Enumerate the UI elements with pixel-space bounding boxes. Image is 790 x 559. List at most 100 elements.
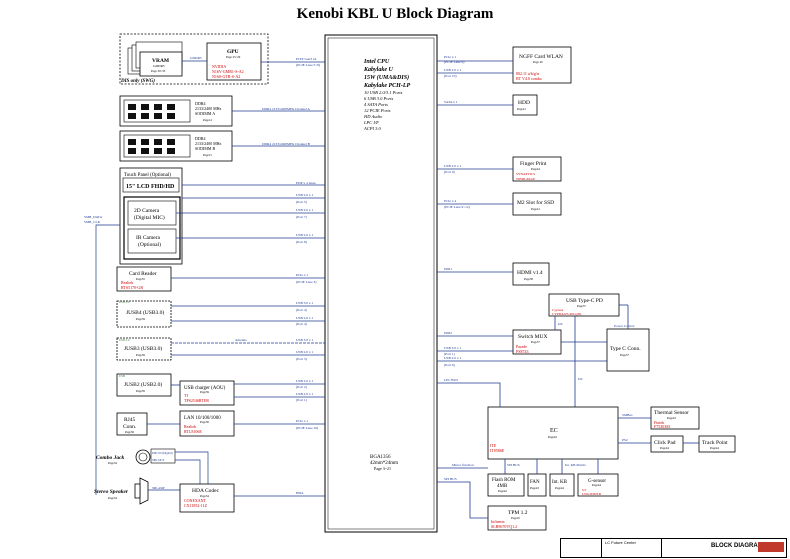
blocks-finger-page-text: Page44: [531, 167, 540, 171]
bus-labels-usb20x1-text: USB 2.0 x 1: [296, 379, 314, 383]
ddr-b-page: Page15: [203, 153, 212, 157]
camera-2d-l1: 2D Camera: [134, 208, 160, 214]
bus-labels-port1-text: (Port 1): [444, 352, 456, 356]
card-reader-block: [116, 266, 172, 292]
bus-labels-usb-nine-text: USB 3.0: [119, 338, 130, 342]
touch-panel-label: Touch Panel (Optional): [124, 173, 171, 178]
svg-text:USB: USB: [119, 374, 125, 378]
bus-labels-port6-text: (Port 6): [444, 363, 456, 367]
blocks-gsensor-page-text: Page44: [592, 483, 601, 487]
blocks-clickpad-label-text: Click Pad: [654, 440, 676, 446]
flash-rom-block: [487, 473, 525, 497]
blocks-lan-page-text: Page36: [200, 420, 209, 424]
cpu-line-6: 4 SATA Ports: [364, 102, 388, 107]
usb-charger-block: [179, 380, 235, 406]
blocks-rj45-l1-text: RJ45: [124, 417, 136, 423]
blocks-finger-red1-text: SYNAPTICS: [516, 172, 535, 176]
cpu-line-0: Intel CPU: [363, 59, 390, 65]
gddr-label: GDDR5: [190, 56, 202, 60]
cpu-line-7: 12 PCIE Ports: [364, 108, 391, 113]
blocks-thermal-label-text: Thermal Sensor: [654, 410, 689, 416]
blocks-jusb4-label-text: JUSB4 (USB3.0): [126, 309, 164, 316]
ddr-a-page: Page14: [203, 118, 212, 122]
ddr-a-l3: SODIMM A: [195, 111, 215, 116]
blocks-card-reader-label-text: Card Reader: [129, 271, 157, 277]
ec-block: [487, 406, 619, 460]
blocks-intkb-page-text: Page44: [555, 486, 564, 490]
dis-group: [119, 33, 269, 85]
bus-labels-spi-text: SPI BUS: [507, 463, 520, 467]
blocks-ngff-red2-text: BT V4.0 combo: [516, 76, 542, 81]
bus-labels-spk-in-text: SPK OUT: [152, 458, 165, 462]
blocks-gsensor-red2-text: LNG2DMTR: [582, 492, 602, 496]
bus-labels-mirror-text: Mirror function: [452, 463, 474, 467]
blocks-ec-label-text: EC: [550, 428, 558, 434]
title-block: LC Future Center BLOCK DIAGRAM: [560, 538, 787, 558]
bus-labels-port1-text: (Port 1): [296, 398, 308, 402]
bus-labels-usb-finger-text: USB 2.0 x 1: [444, 164, 462, 168]
lcd-label: 15" LCD FHD/HD: [126, 184, 175, 190]
blocks-thermal-red1-text: Fintek: [654, 420, 664, 425]
footer-company: LC Future Center: [605, 540, 636, 545]
cpu-line-1: Kabylake U: [363, 67, 393, 73]
blocks-tpm-page-text: Page45: [511, 516, 520, 520]
blocks-card-reader-page-text: Page35: [136, 277, 145, 281]
blocks-hdd-page-text: Page41: [517, 107, 526, 111]
blocks-jusb4-page-text: Page39: [136, 317, 145, 321]
bus-labels-pcie-lane3-text: (PCIE Lane 3): [296, 280, 317, 284]
speaker-label: Stereo Speaker: [94, 489, 129, 495]
track-point-block: [698, 435, 736, 453]
hdmi-block: [512, 262, 550, 286]
bus-labels-i2c-text: I2C: [578, 377, 584, 381]
blocks-rj45-page-text: Page36: [125, 430, 134, 434]
pcie-gpu-lane: (PCIE Lane 5~8): [296, 63, 321, 67]
bus-labels-i2c-text: I2C: [558, 322, 564, 326]
vram-block: [139, 51, 183, 77]
blocks-hda-codec-page-text: Page34: [200, 494, 209, 498]
smb-wire: [95, 224, 120, 495]
gpu-part-1: N16V-GMR1-S-A2: [212, 69, 244, 74]
vram-sub: GDDR5: [153, 64, 165, 68]
bus-labels-port3-text: (Port 3): [296, 357, 308, 361]
bus-labels-spk-amp-text: SPK AMP: [152, 486, 165, 490]
bus-labels-usb20x1-text: USB 2.0 x 1: [296, 392, 314, 396]
blocks-speaker-page-text: Page34: [108, 496, 117, 500]
switch-mux-block: [512, 329, 562, 355]
bus-labels-usb-port5-text: (Port 5): [296, 200, 308, 204]
blocks-flash-l2-text: 4MB: [497, 484, 508, 489]
blocks-hda-codec-label-text: HDA Codec: [192, 488, 220, 494]
dis-label: DIS only (SWG): [120, 79, 155, 84]
camera-2d-l2: (Digital MIC): [134, 214, 165, 221]
gpu-block: [206, 42, 262, 81]
bus-labels-usb-wlan-text: USB 2.0 x 1: [444, 68, 462, 72]
bus-labels-pcie-x1-text: PCIe x 1: [296, 273, 309, 277]
blocks-card-reader-red1-text: Realtek: [121, 280, 133, 285]
click-pad-block: [650, 435, 684, 453]
bus-labels-kb-matrix-text: Int. KB Matrix: [565, 463, 586, 467]
gpu-vendor: NVIDIA: [212, 64, 226, 69]
jusb3-block: [116, 337, 172, 361]
blocks-jusb3-label-text: JUSB3 (USB3.0): [124, 345, 162, 352]
blocks-flash-l1-text: Flash ROM: [492, 478, 516, 483]
bus-labels-usb20x1-text: USB 2.0 x 1: [296, 193, 314, 197]
blocks-m2-label-text: M2 Slot for SSD: [517, 199, 554, 206]
blocks-trackpoint-label-text: Track Point: [702, 440, 728, 446]
bus-labels-sata-text: SATA x 1: [444, 100, 458, 104]
vram-page: Page 30~33: [151, 69, 166, 73]
bus-labels-usb30-jusb3-text: USB 3.0: [119, 300, 130, 304]
bus-labels-usb-finger2-text: (Port 9): [444, 170, 456, 174]
blocks-thermal-red2-text: F75303M: [654, 424, 670, 429]
bus-labels-pcie-lane10-text: (PCIE Lane 10): [296, 426, 319, 430]
combo-jack-label: Combo Jack: [96, 455, 125, 461]
mic-box: [150, 448, 176, 464]
hda-codec-block: [179, 483, 235, 513]
blocks-rj45-l2-text: Conn.: [123, 424, 137, 430]
ir-camera-l2: (Optional): [138, 241, 161, 248]
blocks-usb-charger-page-text: Page39: [200, 390, 209, 394]
ngff-wlan-block: [512, 46, 572, 84]
bus-labels-pcie-wlan-text: PCIe x 1: [444, 55, 457, 59]
bus-labels-smb-clk-text: SMB_CLK: [84, 220, 101, 224]
blocks-fan-page-text: Page43: [530, 486, 539, 490]
gpu-part-2: N16S-GTR-S-A2: [212, 74, 240, 79]
blocks-gsensor-red1-text: ST: [582, 488, 587, 492]
